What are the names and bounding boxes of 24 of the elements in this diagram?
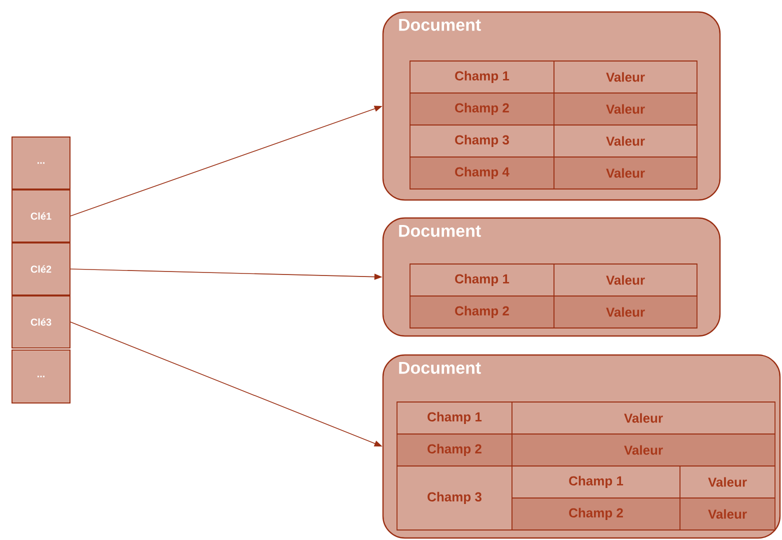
table-cell: Champ 1 [512,466,680,498]
table-cell: Valeur [680,466,776,498]
table-cell: Champ 3 [410,124,554,158]
table-cell: Valeur [554,124,698,158]
key-cell: Clé3 [12,296,70,348]
table-cell: Champ 1 [410,60,554,94]
key-cell: Clé1 [12,190,70,242]
key-cell: Clé2 [12,242,70,296]
table-cell: Valeur [554,92,698,126]
table-cell: Champ 2 [410,296,554,328]
table-cell: Champ 2 [512,498,680,530]
key-cell: ... [12,136,70,190]
table-cell: Valeur [554,156,698,190]
table-cell: Champ 4 [410,156,554,190]
table-cell: Champ 3 [396,466,512,530]
table-cell: Champ 2 [396,434,512,466]
table-cell: Champ 2 [410,92,554,126]
table-cell: Valeur [680,498,776,530]
table-cell: Valeur [554,60,698,94]
table-cell: Valeur [554,296,698,328]
table-cell: Champ 1 [410,264,554,296]
table-cell: Champ 1 [396,402,512,434]
table-cell: Valeur [554,264,698,296]
key-cell: ... [12,350,70,404]
